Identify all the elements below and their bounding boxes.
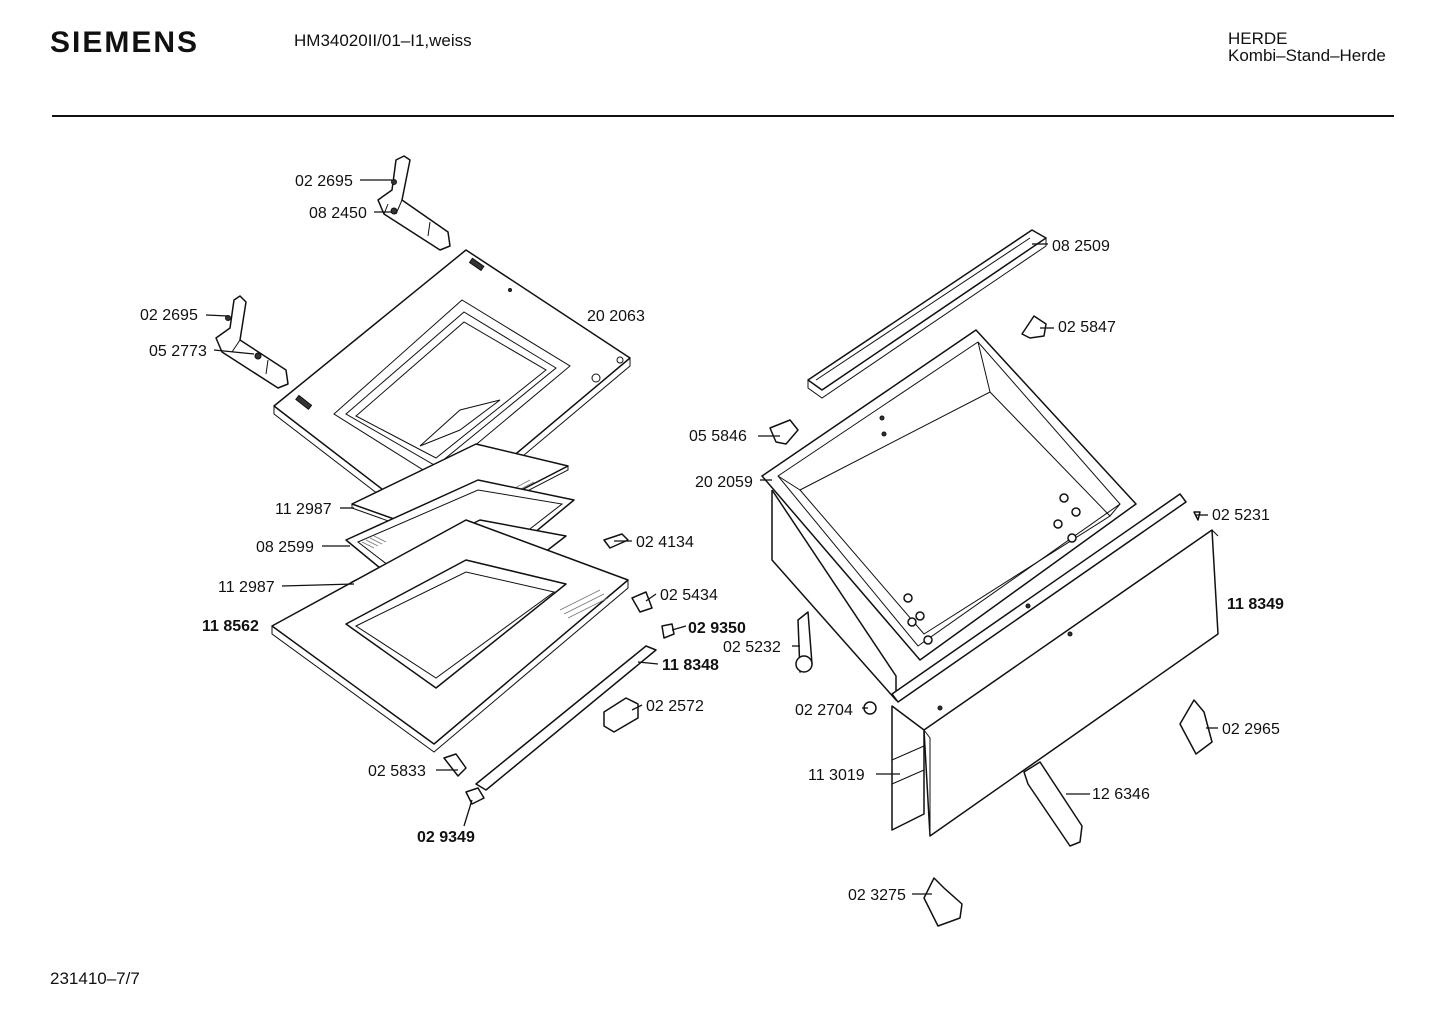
leader-lines: [205, 179, 1218, 895]
drawing-code: 231410–7/7: [50, 969, 140, 988]
leg-support-drawing: [1023, 761, 1083, 847]
upper-hinge-drawing: [377, 155, 451, 251]
label-112987-lower: 11 2987: [218, 579, 275, 596]
label-025231: 02 5231: [1212, 507, 1270, 524]
label-022695-upper: 02 2695: [295, 173, 353, 190]
label-082509: 08 2509: [1052, 238, 1110, 255]
label-022965: 02 2965: [1222, 721, 1280, 738]
door-strip-drawing: [475, 645, 657, 791]
label-024134: 02 4134: [636, 534, 694, 551]
model-number: HM34020II/01–I1,weiss: [294, 31, 472, 50]
screw-029350-drawing: [661, 623, 675, 639]
label-118348: 11 8348: [662, 657, 719, 674]
bracket-023275-drawing: [923, 877, 963, 927]
label-118562: 11 8562: [202, 618, 259, 635]
label-022695-lower: 02 2695: [140, 307, 198, 324]
label-023275: 02 3275: [848, 887, 906, 904]
label-055846: 05 5846: [689, 428, 747, 445]
label-025847: 02 5847: [1058, 319, 1116, 336]
label-022704: 02 2704: [795, 702, 853, 719]
label-202063: 20 2063: [587, 308, 645, 325]
drawer-top-trim-drawing: [807, 229, 1047, 399]
label-025232: 02 5232: [723, 639, 781, 656]
label-029350: 02 9350: [688, 620, 746, 637]
bracket-022572-drawing: [603, 697, 639, 733]
category-subtitle: Kombi–Stand–Herde: [1228, 46, 1386, 65]
clip-025434-drawing: [631, 591, 653, 613]
label-025833: 02 5833: [368, 763, 426, 780]
label-202059: 20 2059: [695, 474, 753, 491]
label-025434: 02 5434: [660, 587, 718, 604]
label-022572: 02 2572: [646, 698, 704, 715]
label-082599: 08 2599: [256, 539, 314, 556]
lower-hinge-drawing: [215, 295, 289, 389]
drawer-bottom-panel-drawing: [891, 705, 925, 831]
label-082450: 08 2450: [309, 205, 367, 222]
category-title: HERDE: [1228, 29, 1288, 48]
label-112987-upper: 11 2987: [275, 501, 332, 518]
drawer-tub-drawing: [761, 329, 1137, 701]
screw-025231-drawing: [1193, 511, 1201, 521]
header-divider: [52, 115, 1394, 117]
drawer-front-rail-drawing: [891, 493, 1219, 837]
clip-025833-drawing: [443, 753, 467, 777]
clip-025847-drawing: [1021, 315, 1047, 339]
label-118349: 11 8349: [1227, 596, 1284, 613]
bracket-022965-drawing: [1179, 699, 1213, 755]
outer-door-frame-drawing: [271, 519, 629, 753]
label-029349: 02 9349: [417, 829, 475, 846]
category-block: HERDE Kombi–Stand–Herde: [1228, 30, 1386, 64]
bracket-055846-drawing: [769, 419, 799, 445]
label-113019: 11 3019: [808, 767, 865, 784]
brand-logo: SIEMENS: [50, 26, 200, 59]
screw-029349-drawing: [465, 787, 485, 805]
label-126346: 12 6346: [1092, 786, 1150, 803]
label-052773: 05 2773: [149, 343, 207, 360]
